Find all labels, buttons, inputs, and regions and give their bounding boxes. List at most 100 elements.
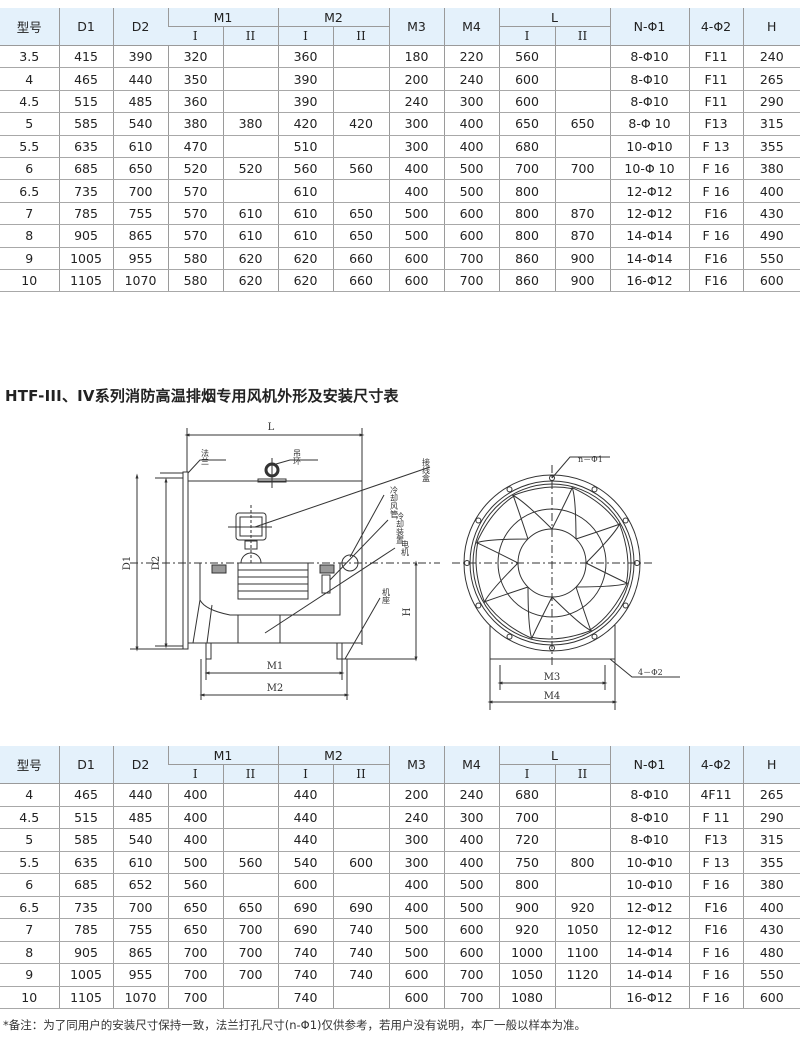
table-cell: 650 bbox=[498, 112, 555, 136]
table-cell bbox=[222, 783, 278, 807]
table-cell: 9 bbox=[0, 963, 59, 987]
table-cell: 14-Φ14 bbox=[609, 247, 689, 270]
table-cell: 560 bbox=[277, 157, 333, 181]
table-cell: 290 bbox=[742, 90, 800, 114]
table-cell bbox=[332, 45, 389, 69]
table-cell: 300 bbox=[443, 806, 499, 829]
table-cell: F13 bbox=[688, 112, 743, 136]
table-cell: 400 bbox=[443, 851, 499, 874]
table-cell: 735 bbox=[58, 179, 113, 203]
table-cell: 420 bbox=[332, 112, 389, 136]
table-cell: 600 bbox=[443, 202, 499, 226]
table-cell: 700 bbox=[443, 247, 499, 270]
table-cell bbox=[554, 90, 610, 114]
header-h: H bbox=[742, 8, 800, 46]
table-cell: 700 bbox=[443, 269, 499, 293]
table-cell: 500 bbox=[167, 851, 223, 874]
table-cell bbox=[332, 986, 389, 1009]
bolt-hole bbox=[506, 633, 513, 640]
table-cell: F13 bbox=[688, 828, 743, 852]
table-cell: 865 bbox=[112, 224, 168, 248]
table-cell bbox=[222, 986, 278, 1009]
table-cell: 400 bbox=[388, 179, 444, 203]
fan-blade bbox=[475, 495, 529, 544]
table-cell: 300 bbox=[388, 828, 444, 852]
table-cell: 600 bbox=[388, 247, 444, 270]
table-cell: 1100 bbox=[554, 941, 610, 964]
table-cell: 920 bbox=[554, 896, 610, 919]
table-cell: 500 bbox=[388, 224, 444, 248]
table-cell: 400 bbox=[388, 157, 444, 181]
table-cell: 1070 bbox=[112, 986, 168, 1009]
table-cell: 440 bbox=[277, 806, 333, 829]
table-cell bbox=[222, 90, 278, 114]
bolt-hole bbox=[622, 517, 629, 524]
table-cell: 1080 bbox=[498, 986, 555, 1009]
table-cell: 700 bbox=[167, 963, 223, 987]
table-cell: 600 bbox=[332, 851, 389, 874]
table-cell: 580 bbox=[167, 269, 223, 293]
table-cell: 400 bbox=[742, 179, 800, 203]
table-cell: F16 bbox=[688, 896, 743, 919]
header-sub-ii: II bbox=[222, 764, 278, 784]
table-cell: 585 bbox=[58, 112, 113, 136]
table-cell: 1120 bbox=[554, 963, 610, 987]
table-cell: 400 bbox=[443, 112, 499, 136]
header-n-phi1: N-Φ1 bbox=[609, 746, 689, 784]
dim-L-label: L bbox=[268, 422, 275, 433]
table-cell: F16 bbox=[688, 269, 743, 293]
table-cell: 650 bbox=[554, 112, 610, 136]
table-cell: 652 bbox=[112, 873, 168, 897]
header-4-phi2: 4-Φ2 bbox=[688, 8, 743, 46]
table-cell: 400 bbox=[443, 828, 499, 852]
header-l: L bbox=[498, 8, 610, 27]
table-cell: 600 bbox=[742, 986, 800, 1009]
table-cell: 610 bbox=[277, 202, 333, 226]
table-cell: 380 bbox=[222, 112, 278, 136]
table-cell: F 13 bbox=[688, 135, 743, 158]
table-cell: 610 bbox=[112, 851, 168, 874]
table-cell: 560 bbox=[167, 873, 223, 897]
header-h: H bbox=[742, 746, 800, 784]
fan-blade bbox=[575, 582, 629, 631]
table-cell: 700 bbox=[112, 179, 168, 203]
table-cell: 750 bbox=[498, 851, 555, 874]
table-cell bbox=[222, 45, 278, 69]
header-sub-i: I bbox=[277, 764, 333, 784]
table-cell: 300 bbox=[388, 135, 444, 158]
table-cell: 700 bbox=[498, 806, 555, 829]
table-cell: 5 bbox=[0, 828, 59, 852]
table-cell bbox=[332, 90, 389, 114]
table-cell: 180 bbox=[388, 45, 444, 69]
table-cell: 14-Φ14 bbox=[609, 224, 689, 248]
table-cell: 955 bbox=[112, 247, 168, 270]
table-cell: 800 bbox=[498, 224, 555, 248]
table-cell: 400 bbox=[742, 896, 800, 919]
table-cell: 800 bbox=[498, 179, 555, 203]
table-cell: 905 bbox=[58, 941, 113, 964]
table-cell: 660 bbox=[332, 269, 389, 293]
table-cell: 465 bbox=[58, 67, 113, 91]
table-cell bbox=[222, 179, 278, 203]
table-cell: 16-Φ12 bbox=[609, 986, 689, 1009]
table-cell: 560 bbox=[332, 157, 389, 181]
table-cell: 8-Φ 10 bbox=[609, 112, 689, 136]
table-cell: 540 bbox=[112, 828, 168, 852]
table-cell: 600 bbox=[388, 963, 444, 987]
table-cell: 570 bbox=[167, 179, 223, 203]
junction-box-label: 接线盒 bbox=[422, 457, 431, 482]
header-model: 型号 bbox=[0, 746, 59, 784]
table-cell: 380 bbox=[742, 873, 800, 897]
table-cell: 1000 bbox=[498, 941, 555, 964]
header-sub-ii: II bbox=[554, 26, 610, 46]
table-cell: 10 bbox=[0, 269, 59, 293]
header-d2: D2 bbox=[112, 8, 168, 46]
table-cell: 4.5 bbox=[0, 806, 59, 829]
table-cell bbox=[554, 828, 610, 852]
table-cell bbox=[332, 806, 389, 829]
